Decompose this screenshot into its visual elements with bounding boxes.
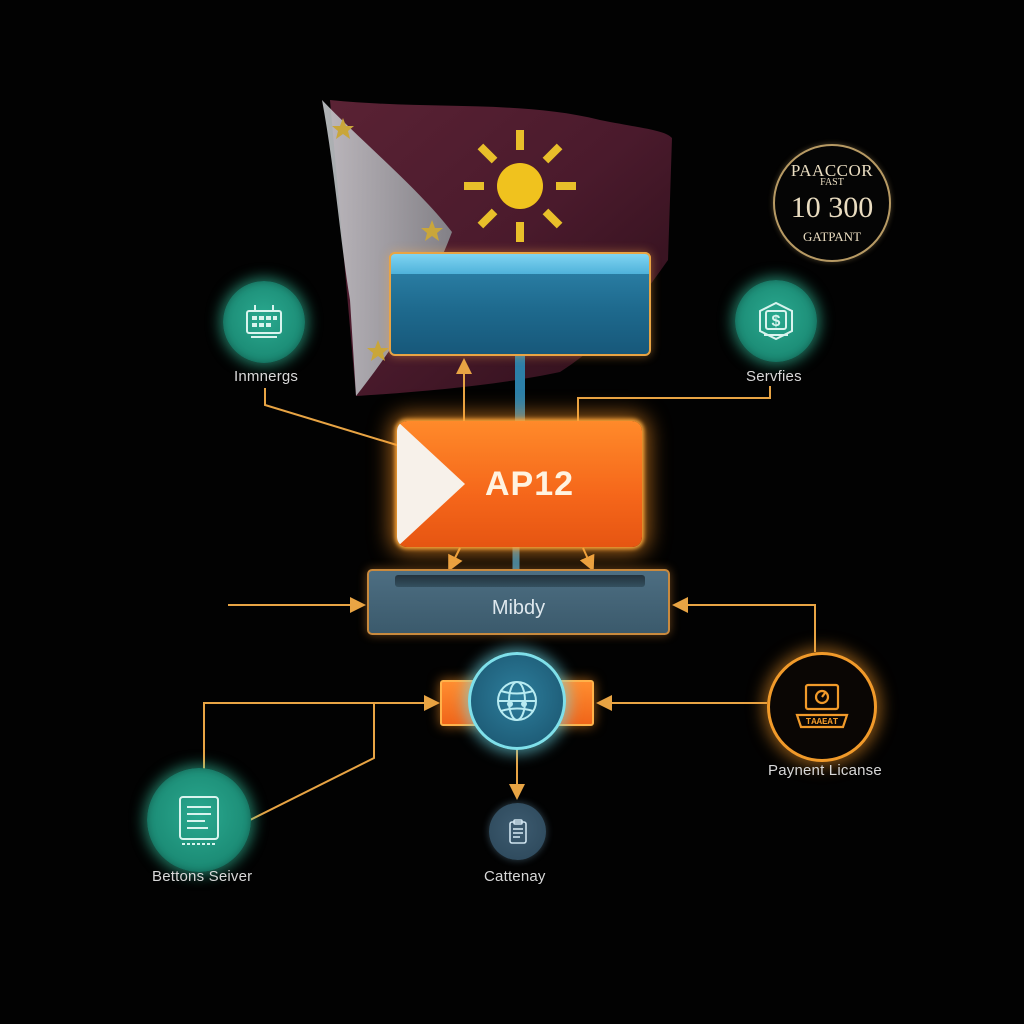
certification-badge: PAACCOR FAST 10 300 GATPANT [773, 144, 891, 262]
clipboard-icon [508, 818, 527, 844]
flag-star-icon [332, 118, 443, 361]
top-server-box-lid [389, 252, 651, 274]
badge-line-2: FAST [820, 177, 844, 188]
svg-text:$: $ [772, 313, 781, 330]
integrations-node[interactable] [223, 281, 305, 363]
integrations-label: Inmnergs [234, 368, 299, 385]
keyboard-icon [246, 305, 282, 338]
gateway-node[interactable] [489, 803, 546, 860]
play-arrow-icon [397, 421, 465, 547]
connector-integrations [264, 388, 401, 447]
badge-line-3: 10 300 [790, 191, 874, 224]
svg-text:TAAEAT: TAAEAT [806, 717, 839, 727]
badge-line-1: PAACCOR [790, 161, 874, 180]
middleware-node-top [395, 575, 645, 587]
services-label: Servfies [746, 368, 802, 385]
sun-icon [464, 130, 576, 242]
globe-icon [497, 681, 537, 721]
middleware-node-label: Mibdy [491, 597, 546, 619]
connector-right-mid [672, 597, 816, 652]
document-icon [179, 796, 219, 845]
buttons-server-node[interactable] [147, 768, 251, 872]
flag-white-triangle [322, 100, 452, 396]
api-node[interactable]: AP12 [397, 421, 642, 547]
connector-buttons-hub [249, 703, 375, 821]
top-server-box[interactable] [389, 252, 651, 356]
middleware-node[interactable]: Mibdy [367, 569, 670, 635]
buttons-server-label: Bettons Seiver [152, 868, 253, 885]
badge-line-4: GATPANT [802, 229, 862, 244]
hub-node[interactable] [468, 652, 566, 750]
connector-services [577, 386, 771, 421]
connector-left-hub [203, 695, 440, 770]
dollar-icon: $ [759, 301, 793, 341]
payment-license-node[interactable]: TAAEAT [767, 652, 877, 762]
payment-terminal-icon: TAAEAT [795, 683, 849, 729]
services-node[interactable]: $ [735, 280, 817, 362]
connector-api-mid-left [448, 547, 463, 572]
gateway-label: Cattenay [484, 868, 546, 885]
connector-api-mid-right [579, 547, 595, 572]
payment-license-label: Paynent Licanse [768, 762, 882, 779]
api-node-label: AP12 [485, 465, 575, 503]
